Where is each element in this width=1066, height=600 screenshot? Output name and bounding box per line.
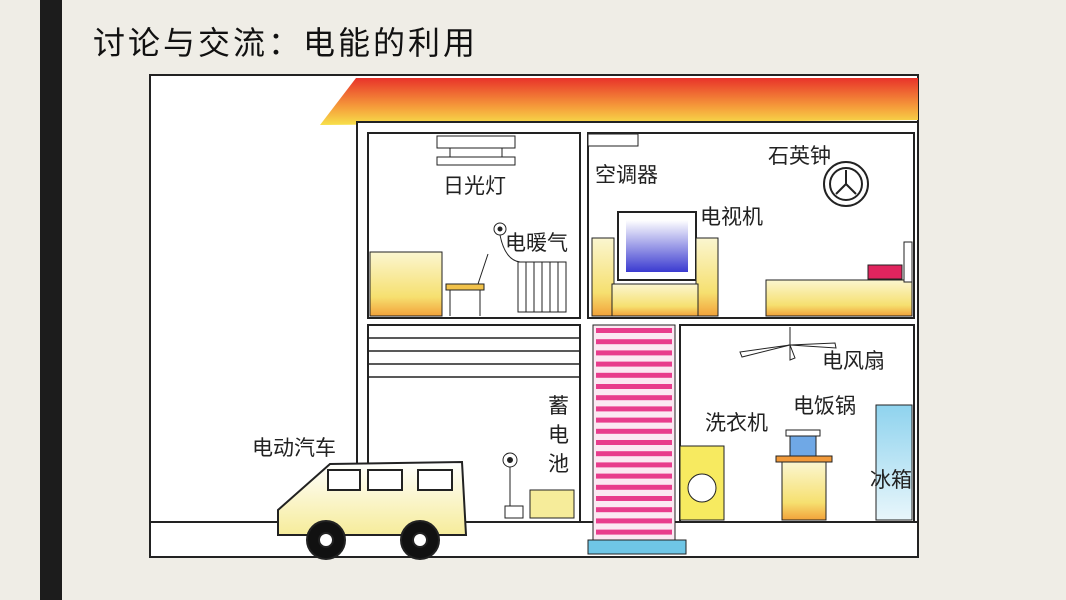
stair-step — [596, 406, 672, 412]
stair-step — [596, 496, 672, 501]
washing-machine-icon — [679, 445, 725, 521]
chair — [445, 253, 489, 316]
stair-step — [596, 462, 672, 468]
stair-step — [596, 372, 672, 378]
stair-step — [596, 473, 672, 479]
label-battery-3: 池 — [548, 452, 569, 476]
battery-charger-icon — [502, 452, 575, 519]
stair-step — [596, 339, 672, 345]
electric-heater-icon — [493, 222, 567, 313]
stair-step — [596, 518, 672, 524]
stair-step — [596, 484, 672, 490]
stair-step — [596, 328, 672, 333]
label-fluorescent-lamp: 日光灯 — [443, 174, 506, 198]
fluorescent-lamp-icon — [436, 135, 516, 166]
stair-step — [596, 529, 672, 535]
staircase — [592, 324, 676, 541]
garage-door — [368, 337, 580, 378]
refrigerator-icon — [875, 404, 913, 521]
bed-2 — [765, 279, 913, 317]
slide-title: 讨论与交流：电能的利用 — [93, 24, 479, 62]
stair-step — [596, 395, 672, 401]
air-conditioner-icon — [587, 133, 639, 147]
electric-fan-icon — [739, 327, 837, 361]
slide-left-bar — [40, 0, 62, 600]
stair-step — [596, 384, 672, 389]
quartz-clock-icon — [823, 161, 869, 207]
label-washing-machine: 洗衣机 — [705, 411, 768, 435]
stair-step — [596, 507, 672, 513]
stair-step — [596, 361, 672, 367]
rice-cooker-icon — [775, 429, 833, 521]
label-television: 电视机 — [700, 205, 763, 229]
stair-step — [596, 428, 672, 434]
stair-step — [596, 350, 672, 356]
label-electric-heater: 电暖气 — [505, 231, 568, 255]
label-rice-cooker: 电饭锅 — [793, 394, 856, 418]
label-air-conditioner: 空调器 — [595, 163, 658, 187]
stair-step — [596, 440, 672, 445]
label-quartz-clock: 石英钟 — [768, 144, 831, 168]
label-refrigerator: 冰箱 — [870, 468, 912, 492]
stair-step — [596, 451, 672, 457]
label-battery-2: 电 — [548, 423, 569, 447]
electric-car-icon — [277, 460, 468, 560]
sofa — [591, 237, 719, 317]
stair-step — [596, 417, 672, 423]
label-electric-fan: 电风扇 — [822, 349, 885, 373]
roof — [320, 78, 918, 125]
label-battery-1: 蓄 — [548, 394, 569, 418]
bed — [369, 251, 443, 317]
label-electric-car: 电动汽车 — [252, 436, 336, 460]
